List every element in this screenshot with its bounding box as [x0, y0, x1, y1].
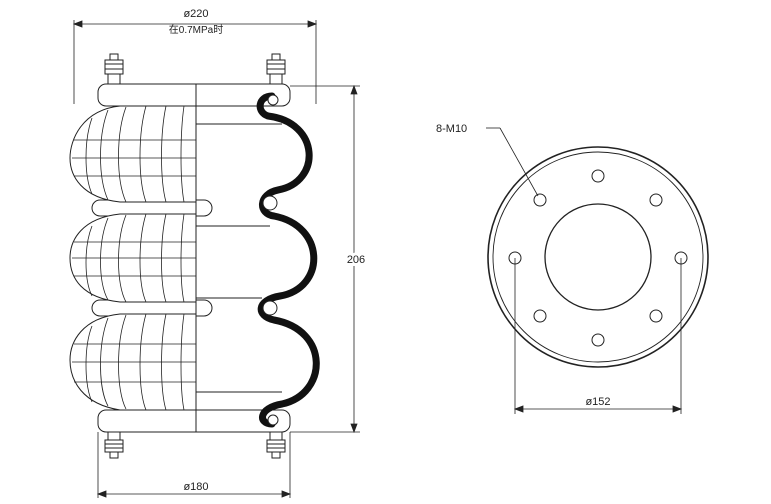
upper-ring-section [262, 195, 278, 211]
height-label: 206 [347, 254, 365, 266]
bolt-callout-label: 8-M10 [436, 123, 467, 135]
outer-diameter-label: ø220 [183, 8, 208, 20]
base-diameter-label: ø180 [183, 481, 208, 493]
convolution-hatching [72, 105, 196, 411]
convolution-1 [69, 105, 196, 203]
bolt-hole [649, 193, 663, 207]
bolt-hole [591, 169, 605, 183]
section-horizontal-lines [196, 105, 282, 411]
dimension-base [96, 432, 292, 498]
outer-plate-edge [487, 146, 709, 368]
bellows-section [256, 92, 320, 428]
top-stud-right [266, 53, 286, 85]
bolt-callout-leader [486, 127, 539, 197]
front-view [487, 146, 709, 368]
bolt-hole [649, 309, 663, 323]
bolt-circle-label: ø152 [585, 396, 610, 408]
top-bead [267, 94, 279, 106]
dimension-top [72, 20, 318, 104]
pressure-note-label: 在0.7MPa时 [169, 24, 223, 36]
top-stud-left [104, 53, 124, 85]
bolt-hole [533, 193, 547, 207]
inner-plate-edge [492, 151, 704, 363]
dimension-bolt-circle [513, 258, 683, 414]
bolt-hole [591, 333, 605, 347]
bolt-hole [533, 309, 547, 323]
center-opening [544, 203, 652, 311]
bottom-stud-right [266, 431, 286, 459]
dimension-height [290, 84, 360, 434]
lower-ring-section [262, 300, 278, 316]
bottom-stud-left [104, 431, 124, 459]
bolt-holes [508, 169, 688, 347]
bottom-bead [267, 414, 279, 426]
side-view [69, 53, 320, 459]
